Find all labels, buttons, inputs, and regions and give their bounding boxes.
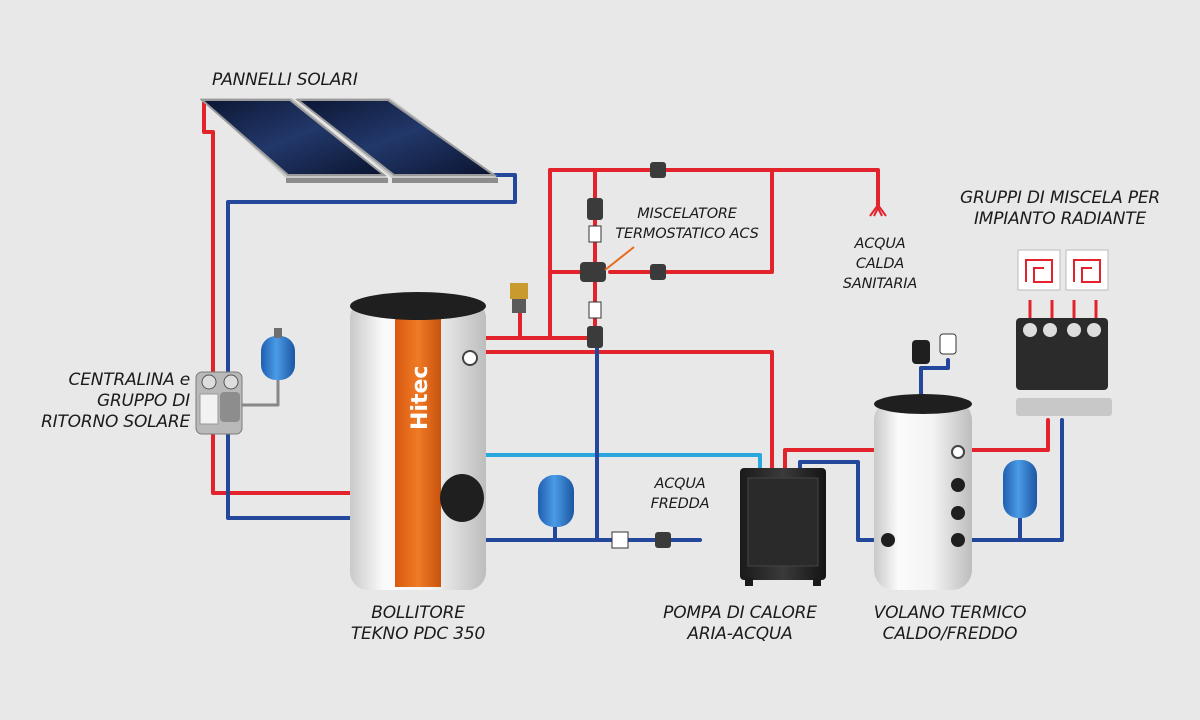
solar-panels (199, 98, 498, 183)
solar-return-pipe (226, 173, 517, 520)
dhw-bypass-pipe (518, 168, 774, 340)
hp-return-pipe (798, 460, 875, 542)
buffer-tank (874, 394, 972, 590)
radiant-mix-groups (1016, 249, 1112, 416)
boiler-tank (350, 292, 486, 590)
label-buffer: VOLANO TERMICO CALDO/FREDDO (873, 603, 1027, 644)
label-boiler: BOLLITORE TEKNO PDC 350 (350, 603, 486, 644)
coil-return-pipe (483, 453, 762, 472)
label-hot-water: ACQUA CALDA SANITARIA (842, 236, 918, 292)
heat-pump (740, 468, 826, 586)
hp-flow-pipe (783, 448, 875, 472)
solar-expansion-vessel (261, 328, 295, 380)
dhw-hot-pipe (483, 168, 880, 340)
mixer-pointer (604, 246, 635, 271)
label-control-unit: CENTRALINA e GRUPPO DI RITORNO SOLARE (41, 370, 190, 432)
label-mix-groups: GRUPPI DI MISCELA PER IMPIANTO RADIANTE (959, 188, 1161, 229)
label-cold-water: ACQUA FREDDA (650, 476, 710, 512)
buffer-vent-pipe (919, 358, 950, 400)
radiant-return-pipe (968, 418, 1064, 542)
solar-control-station (195, 371, 243, 435)
coil-flow-pipe (483, 350, 774, 472)
buffer-expansion-vessel (1003, 460, 1037, 518)
label-heat-pump: POMPA DI CALORE ARIA-ACQUA (663, 603, 817, 644)
solar-flow-pipe (202, 101, 352, 495)
radiant-flow-pipe (968, 418, 1050, 452)
dhw-expansion-vessel (538, 475, 574, 527)
dhw-tap-icon (869, 203, 887, 217)
mixer-hot-branch (548, 168, 597, 340)
solar-station-link (240, 376, 280, 407)
label-mixer: MISCELATORE TERMOSTATICO ACS (615, 206, 759, 242)
label-solar-panels: PANNELLI SOLARI (212, 70, 358, 90)
safety-valve (510, 283, 528, 313)
brand-logo: Hitec (408, 366, 433, 430)
mixer-valves (580, 162, 671, 549)
pipe-network (202, 101, 1064, 542)
buffer-air-vents (912, 333, 957, 364)
